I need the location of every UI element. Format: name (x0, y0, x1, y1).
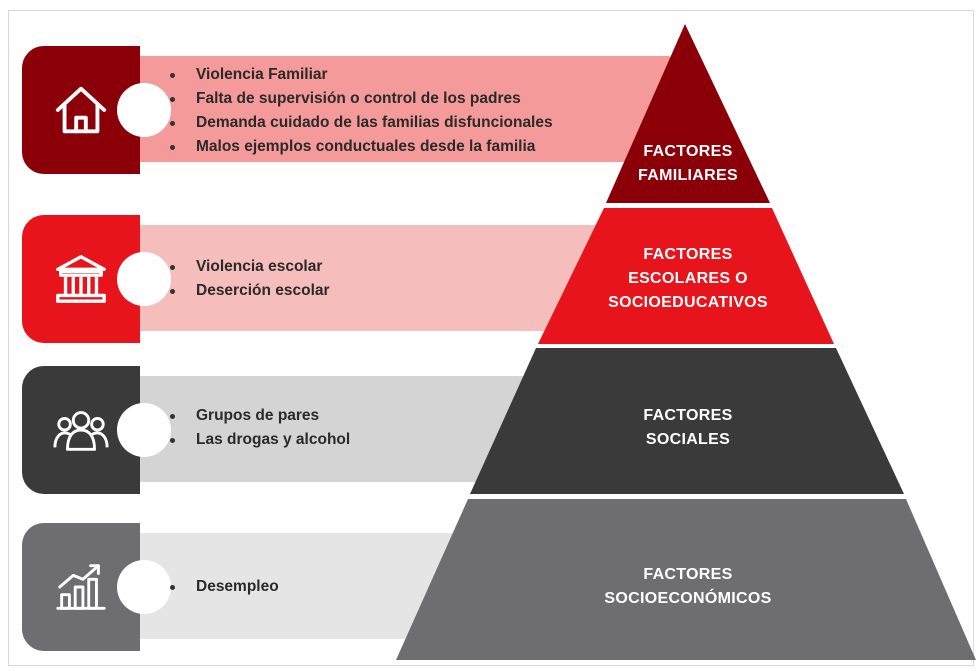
people-group-icon (53, 411, 109, 451)
label-line: FACTORES (643, 566, 733, 583)
pyramid-tier-socioeconomicos (396, 499, 976, 660)
item-malos-ejemplos: Malos ejemplos conductuales desde la fam… (162, 135, 553, 159)
row-familiares: Violencia Familiar Falta de supervisión … (22, 46, 672, 174)
label-line: FACTORES (643, 246, 733, 263)
pyramid-label-sociales: FACTORES SOCIALES (590, 404, 786, 452)
label-line: SOCIALES (645, 431, 731, 448)
label-line: FAMILIARES (638, 167, 738, 184)
label-line: FACTORES (643, 407, 733, 424)
list-sociales: Grupos de pares Las drogas y alcohol (162, 404, 350, 452)
item-violencia-familiar: Violencia Familiar (162, 63, 553, 87)
item-violencia-escolar: Violencia escolar (162, 255, 330, 279)
item-demanda-cuidado: Demanda cuidado de las familias disfunci… (162, 111, 553, 135)
label-line: FACTORES (643, 143, 733, 160)
house-icon (55, 86, 107, 134)
band-familiares (140, 56, 672, 162)
item-drogas-alcohol: Las drogas y alcohol (162, 428, 350, 452)
label-line: ESCOLARES O (628, 270, 748, 287)
item-desempleo: Desempleo (162, 575, 279, 599)
item-falta-supervision: Falta de supervisión o control de los pa… (162, 87, 553, 111)
list-escolares: Violencia escolar Deserción escolar (162, 255, 330, 303)
label-line: SOCIOECONÓMICOS (604, 590, 772, 607)
item-desercion-escolar: Deserción escolar (162, 279, 330, 303)
puzzle-knob (117, 83, 171, 137)
list-socioeconomicos: Desempleo (162, 575, 279, 599)
puzzle-knob (117, 560, 171, 614)
pyramid-tier-familiares (606, 24, 770, 203)
puzzle-knob (117, 252, 171, 306)
growth-chart-icon (56, 564, 106, 610)
row-escolares: Violencia escolar Deserción escolar (22, 215, 622, 343)
list-familiares: Violencia Familiar Falta de supervisión … (162, 63, 553, 159)
item-grupos-pares: Grupos de pares (162, 404, 350, 428)
pyramid-label-socioeconomicos: FACTORES SOCIOECONÓMICOS (570, 563, 806, 611)
pyramid-label-escolares: FACTORES ESCOLARES O SOCIOEDUCATIVOS (560, 243, 816, 315)
pyramid-tier-sociales (470, 348, 904, 494)
school-building-icon (56, 255, 106, 303)
band-escolares (140, 225, 600, 331)
label-line: SOCIOEDUCATIVOS (608, 294, 768, 311)
pyramid-tier-escolares (538, 208, 834, 344)
pyramid-label-familiares: FACTORES FAMILIARES (600, 140, 776, 188)
puzzle-knob (117, 403, 171, 457)
